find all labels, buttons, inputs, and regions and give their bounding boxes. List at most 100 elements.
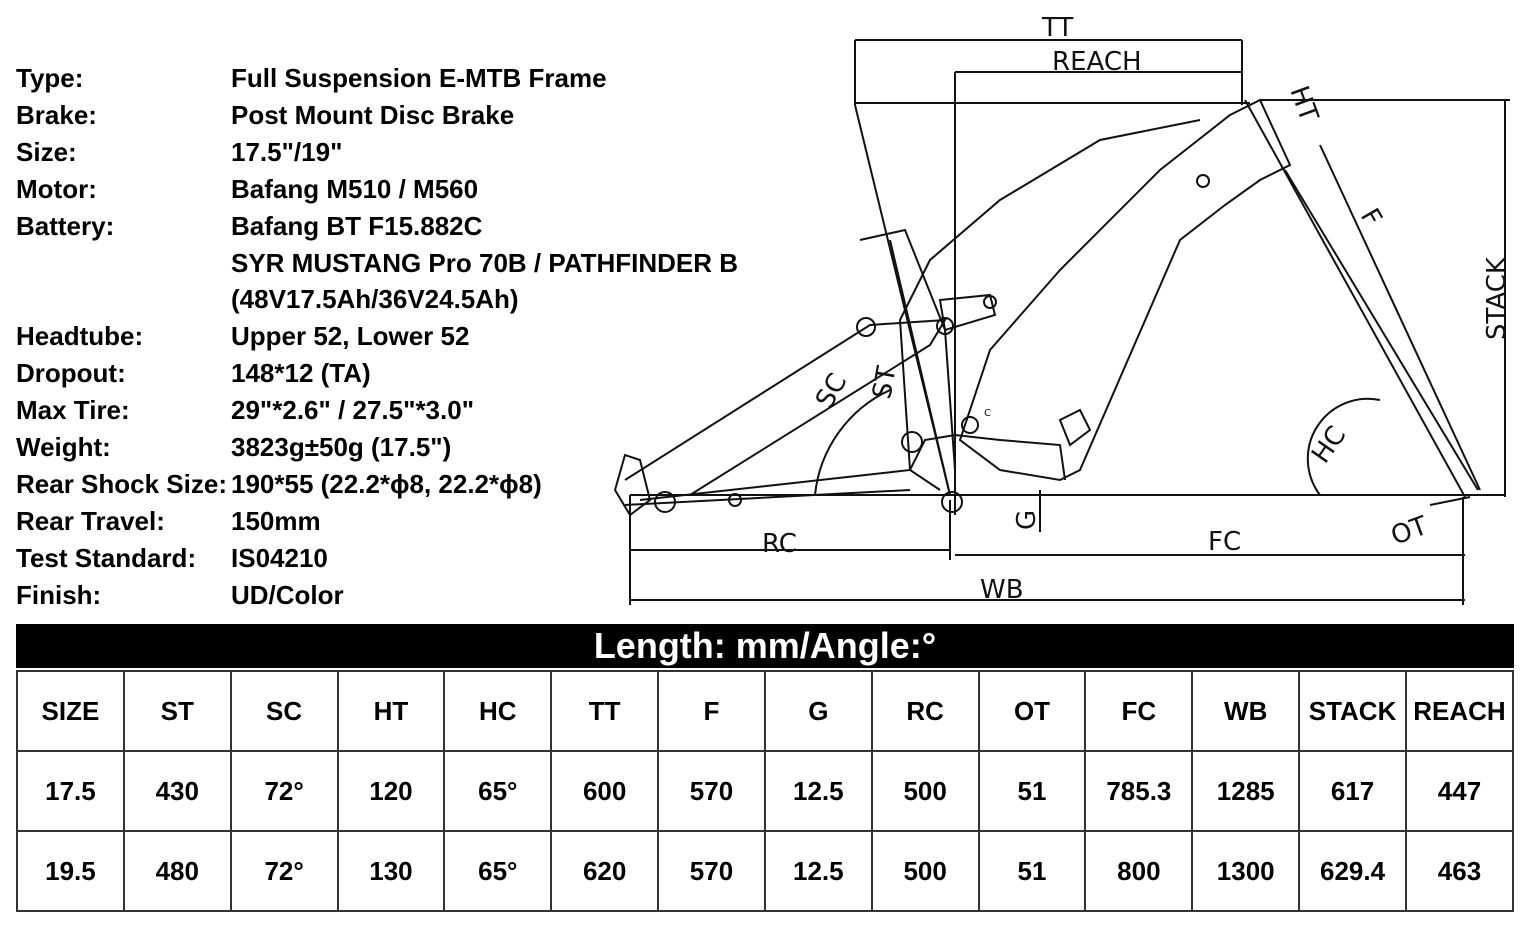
- spec-label: Test Standard:: [16, 542, 197, 573]
- table-cell: 12.5: [763, 830, 873, 912]
- table-cell: 447: [1404, 750, 1515, 832]
- spec-label: Brake:: [16, 99, 97, 130]
- table-cell: 570: [657, 750, 766, 832]
- column-header: OT: [977, 670, 1087, 752]
- spec-label: Max Tire:: [16, 395, 130, 426]
- table-cell: 800: [1084, 830, 1194, 912]
- bottom-bracket-center: [941, 491, 963, 513]
- table-cell: 463: [1404, 830, 1515, 912]
- table-title: Length: mm/Angle:°: [16, 624, 1514, 668]
- ot-dimension-line: [1429, 496, 1471, 506]
- table-cell: 1285: [1191, 750, 1301, 832]
- spec-label: Finish:: [16, 579, 102, 610]
- spec-row: Battery:Bafang BT F15.882C: [16, 208, 738, 245]
- geometry-grid: SIZE ST SC HT HC TT F G RC OT FC WB STAC…: [16, 670, 1515, 912]
- ht-label: HT: [1283, 82, 1323, 126]
- spec-row: Brake:Post Mount Disc Brake: [16, 97, 738, 134]
- spec-value: 17.5"/19": [231, 136, 343, 167]
- front-triangle: [958, 98, 1292, 482]
- wb-label: WB: [980, 575, 1024, 605]
- column-header: HC: [443, 670, 553, 752]
- table-row: 19.5 480 72° 130 65° 620 570 12.5 500 51…: [16, 830, 1515, 912]
- spec-row: Weight: 3823g±50g (17.5"): [16, 429, 738, 466]
- spec-label: Dropout:: [16, 358, 126, 389]
- frame-drawing: TT REACH HT F STACK SC ST HC G RC FC OT …: [613, 13, 1512, 605]
- spec-row: Max Tire: 29"*2.6" / 27.5"*3.0": [16, 392, 738, 429]
- spec-row: Finish: UD/Color: [16, 577, 738, 614]
- column-header: G: [763, 670, 873, 752]
- fc-label: FC: [1208, 527, 1241, 557]
- table-cell: 12.5: [763, 750, 873, 832]
- spec-value: (48V17.5Ah/36V24.5Ah): [231, 284, 519, 315]
- table-cell: 72°: [229, 750, 339, 832]
- frame-geometry-diagram: TT REACH HT F STACK SC ST HC G RC FC OT …: [600, 0, 1530, 620]
- table-cell: 570: [657, 830, 766, 912]
- seatstay-pivot: [856, 317, 876, 337]
- spec-value: 148*12 (TA): [231, 358, 371, 389]
- geometry-table: Length: mm/Angle:° SIZE ST SC HT HC TT F…: [16, 624, 1515, 912]
- table-cell: 65°: [443, 750, 553, 832]
- spec-label: Rear Shock Size:: [16, 468, 227, 499]
- motor-mount: [1058, 408, 1092, 447]
- main-pivot: [901, 431, 923, 453]
- table-row: 17.5 430 72° 120 65° 600 570 12.5 500 51…: [16, 750, 1515, 832]
- column-header: RC: [870, 670, 980, 752]
- table-cell: 72°: [229, 830, 339, 912]
- spec-label: [16, 281, 231, 318]
- column-header: FC: [1084, 670, 1194, 752]
- hc-label: HC: [1306, 421, 1352, 469]
- table-cell: 130: [336, 830, 446, 912]
- spec-value: Full Suspension E-MTB Frame: [231, 63, 607, 93]
- cable-port: [1196, 174, 1210, 188]
- f-dimension-line: [1319, 144, 1481, 491]
- spec-value: UD/Color: [231, 579, 344, 610]
- spec-row: Type: Full Suspension E-MTB Frame: [16, 60, 738, 97]
- table-cell: 430: [122, 750, 232, 832]
- spec-value: IS04210: [231, 542, 328, 573]
- spec-label: Rear Travel:: [16, 505, 165, 536]
- spec-row: Size: 17.5"/19": [16, 134, 738, 171]
- hc-angle-arc: [1306, 397, 1381, 496]
- spec-value: 190*55 (22.2*ϕ8, 22.2*ϕ8): [231, 468, 542, 499]
- table-cell: 785.3: [1084, 750, 1194, 832]
- sc-label: SC: [810, 368, 853, 413]
- spec-value: 29"*2.6" / 27.5"*3.0": [231, 395, 475, 426]
- head-angle-axis: [1244, 99, 1466, 498]
- seat-tube: [889, 239, 951, 496]
- column-header: STACK: [1298, 670, 1407, 752]
- reach-label: REACH: [1052, 47, 1142, 77]
- table-cell: 17.5: [16, 750, 125, 832]
- spec-label: Motor:: [16, 173, 97, 204]
- sc-angle-arc: [814, 389, 891, 496]
- table-cell: 120: [336, 750, 446, 832]
- stack-label: STACK: [1482, 256, 1512, 340]
- spec-row: Rear Travel:150mm: [16, 503, 738, 540]
- table-cell: 480: [122, 830, 232, 912]
- st-label: ST: [867, 364, 902, 401]
- column-header: REACH: [1404, 670, 1515, 752]
- rear-axle-pivot: [654, 491, 676, 513]
- table-header-row: SIZE ST SC HT HC TT F G RC OT FC WB STAC…: [16, 670, 1515, 752]
- rc-label: RC: [762, 529, 797, 559]
- column-header: WB: [1191, 670, 1301, 752]
- table-cell: 600: [550, 750, 660, 832]
- spec-value: 3823g±50g (17.5"): [231, 432, 452, 463]
- spec-label: Size:: [16, 136, 77, 167]
- column-header: HT: [336, 670, 446, 752]
- table-cell: 19.5: [16, 830, 125, 912]
- table-cell: 620: [550, 830, 660, 912]
- spec-value: SYR MUSTANG Pro 70B / PATHFINDER B: [231, 247, 739, 278]
- spec-value: Bafang M510 / M560: [231, 173, 479, 204]
- table-cell: 51: [977, 750, 1087, 832]
- fork-line: [1284, 169, 1479, 491]
- table-cell: 629.4: [1298, 830, 1407, 912]
- spec-label: Type:: [16, 63, 84, 93]
- spec-label: Weight:: [16, 432, 111, 463]
- table-cell: 65°: [443, 830, 553, 912]
- column-header: F: [657, 670, 766, 752]
- tt-label: TT: [1041, 13, 1073, 43]
- spec-label: Battery:: [16, 210, 115, 241]
- spec-row: Test Standard: IS04210: [16, 540, 738, 577]
- rocker-pivot: [936, 317, 954, 335]
- seat-tube-outline: [859, 228, 956, 471]
